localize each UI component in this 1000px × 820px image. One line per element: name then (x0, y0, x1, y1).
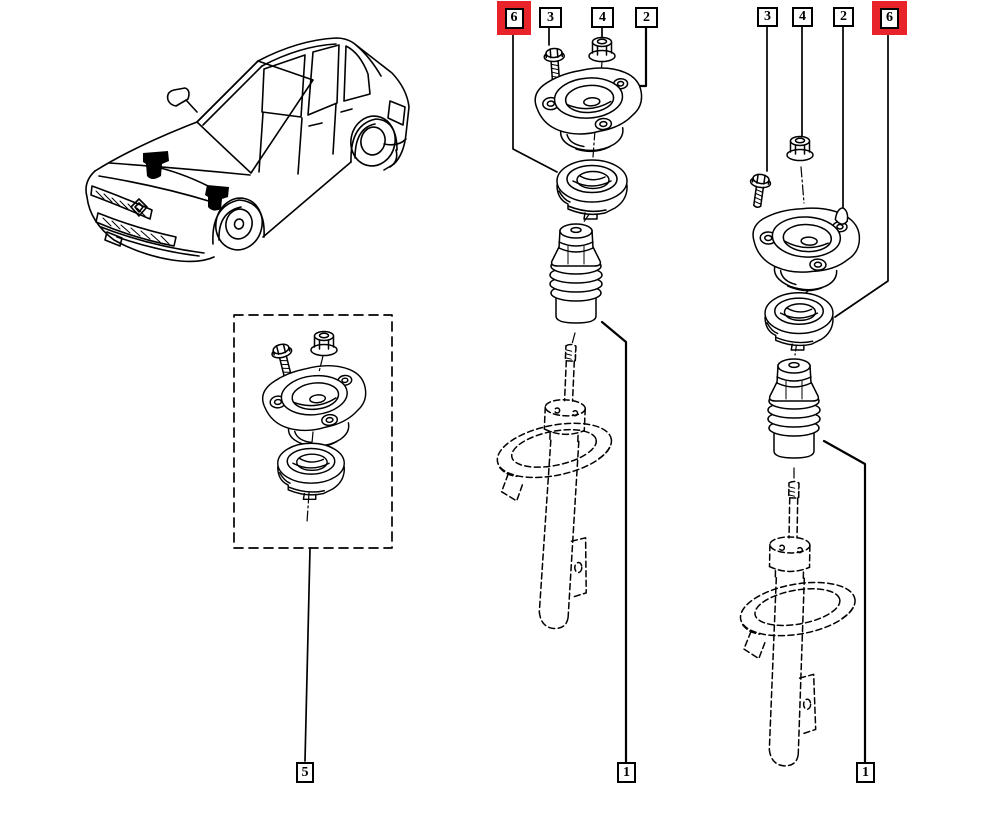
callout-2-middle[interactable]: 2 (635, 7, 658, 28)
callout-6-right[interactable]: 6 (872, 1, 907, 35)
right-strut-drawing (733, 480, 863, 768)
kit-bearing-drawing (277, 442, 345, 501)
repair-kit-dashed-box (233, 314, 393, 762)
leader-line-1-right (822, 439, 867, 764)
leader-line-6-middle (512, 34, 558, 173)
middle-nut-drawing (588, 36, 616, 63)
middle-strut-drawing (489, 342, 621, 631)
strut-tower-marker-right (205, 185, 229, 211)
callout-1-middle[interactable]: 1 (617, 762, 636, 783)
callout-3-right[interactable]: 3 (757, 7, 778, 27)
callout-6-right-label: 6 (880, 7, 899, 29)
leader-line-5 (304, 548, 311, 762)
callout-6-middle-label: 6 (504, 7, 524, 29)
middle-bumpstop-drawing (549, 223, 603, 324)
kit-mount-drawing (259, 360, 372, 453)
leader-line-6-right (834, 34, 889, 318)
right-bumpstop-drawing (767, 358, 821, 459)
callout-2-right[interactable]: 2 (833, 7, 854, 27)
middle-bearing-drawing (556, 159, 628, 220)
strut-tower-marker-left (143, 151, 169, 179)
right-bolt-drawing (746, 172, 773, 210)
right-assembly (733, 26, 889, 768)
callout-1-right[interactable]: 1 (856, 762, 875, 783)
right-bearing-drawing (764, 292, 834, 351)
callout-5-bottom[interactable]: 5 (296, 762, 314, 783)
middle-assembly (489, 26, 648, 764)
callout-4-middle[interactable]: 4 (591, 7, 614, 28)
callout-6-middle[interactable]: 6 (497, 1, 531, 35)
callout-3-middle[interactable]: 3 (539, 7, 562, 28)
car-illustration (85, 37, 410, 263)
leader-line-1-middle (600, 320, 628, 764)
callout-4-right[interactable]: 4 (792, 7, 813, 27)
right-nut-drawing (786, 135, 814, 162)
middle-mount-drawing (532, 64, 646, 156)
kit-nut-drawing (310, 330, 338, 357)
right-mount-drawing (749, 204, 862, 294)
